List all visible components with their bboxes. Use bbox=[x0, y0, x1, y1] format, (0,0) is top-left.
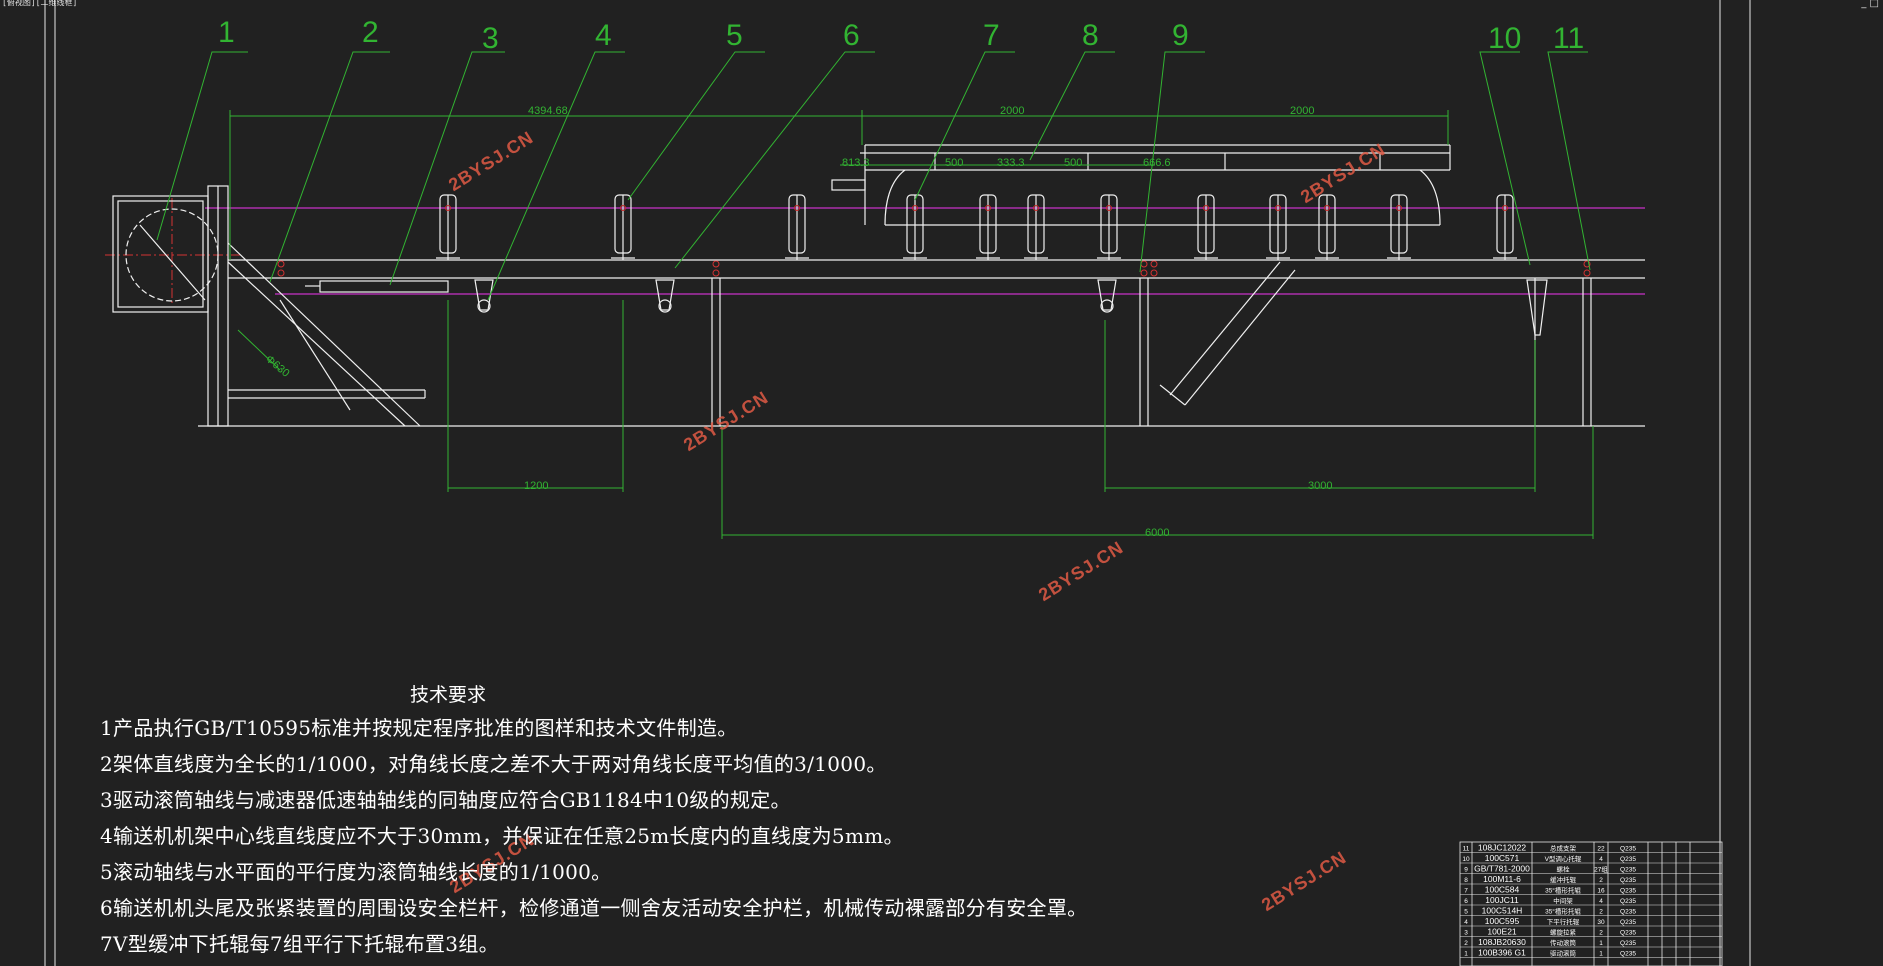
dim-333: 333.3 bbox=[997, 157, 1025, 169]
bom-cell: Q235 bbox=[1620, 867, 1636, 874]
bolt-markers bbox=[277, 205, 1591, 277]
balloon-1: 1 bbox=[218, 16, 235, 49]
bom-cell: Q235 bbox=[1620, 846, 1636, 853]
dim-6000: 6000 bbox=[1145, 527, 1169, 539]
bom-cell: 100JC11 bbox=[1485, 895, 1519, 905]
dim-overall: 4394.68 bbox=[528, 105, 568, 117]
requirement-line: 5滚动轴线与水平面的平行度为滚筒轴线长度的1/1000。 bbox=[100, 860, 612, 884]
bom-cell: 2 bbox=[1599, 909, 1603, 916]
balloon-5: 5 bbox=[726, 19, 743, 52]
bom-cell: Q235 bbox=[1620, 856, 1636, 863]
dim-top2: 2000 bbox=[1290, 105, 1314, 117]
bom-cell: 100B396 G1 bbox=[1478, 948, 1526, 958]
bom-cell: 35°槽形托辊 bbox=[1545, 886, 1581, 895]
bom-cell: 3 bbox=[1464, 930, 1468, 937]
dim-pulley: Φ630 bbox=[263, 353, 292, 380]
balloon-3: 3 bbox=[482, 22, 499, 55]
bom-cell: Q235 bbox=[1620, 951, 1636, 958]
dim-top1: 2000 bbox=[1000, 105, 1024, 117]
carrying-idlers bbox=[436, 194, 1517, 260]
requirement-line: 2架体直线度为全长的1/1000，对角线长度之差不大于两对角线长度平均值的3/1… bbox=[100, 752, 887, 776]
bom-cell: 100C571 bbox=[1485, 853, 1520, 863]
bom-cell: 11 bbox=[1463, 846, 1470, 853]
bom-cell: 100M11-6 bbox=[1483, 874, 1521, 884]
bom-cell: 100C514H bbox=[1482, 906, 1523, 916]
bom-cell: 4 bbox=[1464, 919, 1468, 926]
bom-cell: 100C584 bbox=[1485, 885, 1520, 895]
requirement-line: 1产品执行GB/T10595标准并按规定程序批准的图样和技术文件制造。 bbox=[100, 716, 738, 740]
bom-cell: 缓冲托辊 bbox=[1550, 875, 1577, 884]
bom-cell: 100E21 bbox=[1487, 927, 1517, 937]
bom-cell: 驱动滚筒 bbox=[1550, 949, 1577, 958]
bom-cell: Q235 bbox=[1620, 888, 1636, 895]
bom-cell: 8 bbox=[1464, 877, 1468, 884]
bom-cell: V型调心托辊 bbox=[1545, 854, 1582, 863]
bom-cell: 16 bbox=[1597, 888, 1605, 895]
bom-cell: Q235 bbox=[1620, 877, 1636, 884]
dim-1200: 1200 bbox=[524, 480, 548, 492]
dim-500a: 500 bbox=[945, 157, 963, 169]
bom-cell: 100C595 bbox=[1485, 916, 1520, 926]
bom-cell: 1 bbox=[1464, 951, 1468, 958]
bom-cell: 2 bbox=[1599, 877, 1603, 884]
drawing-frame bbox=[44, 0, 1751, 966]
bom-cell: Q235 bbox=[1620, 940, 1636, 947]
bom-cell: 传动滚筒 bbox=[1550, 938, 1577, 947]
dim-500b: 500 bbox=[1064, 157, 1082, 169]
bom-cell: 5 bbox=[1464, 909, 1468, 916]
balloon-9: 9 bbox=[1172, 19, 1189, 52]
bom-cell: 1 bbox=[1599, 940, 1603, 947]
conveyor-frame bbox=[112, 144, 1645, 427]
bom-cell: 总成支架 bbox=[1550, 844, 1577, 853]
bom-cell: 108JB20630 bbox=[1478, 937, 1526, 947]
bom-cell: 10 bbox=[1462, 856, 1470, 863]
bom-cell: 22 bbox=[1597, 846, 1605, 853]
bom-cell: 1 bbox=[1599, 951, 1603, 958]
bom-cell: 中间架 bbox=[1553, 896, 1573, 905]
dim-813: 813.3 bbox=[842, 157, 870, 169]
bom-cell: Q235 bbox=[1620, 919, 1636, 926]
requirement-line: 7V型缓冲下托辊每7组平行下托辊布置3组。 bbox=[100, 932, 499, 956]
bom-cell: 7 bbox=[1464, 888, 1468, 895]
bom-table bbox=[1459, 841, 1723, 966]
bom-cell: 35°槽形托辊 bbox=[1545, 907, 1581, 916]
bom-cell: 4 bbox=[1599, 898, 1603, 905]
viewport-controls[interactable]: _ □ bbox=[1861, 0, 1879, 9]
bom-cell: Q235 bbox=[1620, 898, 1636, 905]
bom-cell: Q235 bbox=[1620, 909, 1636, 916]
requirement-line: 4输送机机架中心线直线度应不大于30mm，并保证在任意25m长度内的直线度为5m… bbox=[100, 824, 904, 848]
bom-cell: 108JC12022 bbox=[1478, 843, 1526, 853]
balloon-2: 2 bbox=[362, 16, 379, 49]
requirements-title: 技术要求 bbox=[410, 684, 487, 706]
dim-3000: 3000 bbox=[1308, 480, 1332, 492]
bom-cell: 27组 bbox=[1594, 865, 1608, 874]
bom-cell: 2 bbox=[1464, 940, 1468, 947]
bom-cell: Q235 bbox=[1620, 930, 1636, 937]
bom-cell: 下平行托辊 bbox=[1547, 917, 1580, 926]
requirement-line: 3驱动滚筒轴线与减速器低速轴轴线的同轴度应符合GB1184中10级的规定。 bbox=[100, 788, 791, 812]
return-idlers bbox=[474, 279, 1548, 336]
balloon-7: 7 bbox=[983, 19, 1000, 52]
balloon-4: 4 bbox=[595, 19, 612, 52]
balloon-10: 10 bbox=[1488, 22, 1521, 55]
viewport-label: [俯视图][二维线框] bbox=[2, 0, 78, 7]
bom-cell: 2 bbox=[1599, 930, 1603, 937]
requirement-line: 6输送机机头尾及张紧装置的周围设安全栏杆，检修通道一侧舍友活动安全护栏，机械传动… bbox=[100, 896, 1088, 920]
bom-cell: GB/T781-2000 bbox=[1474, 864, 1530, 874]
bom-cell: 9 bbox=[1464, 867, 1468, 874]
bom-cell: 30 bbox=[1597, 919, 1605, 926]
balloon-11: 11 bbox=[1553, 22, 1584, 55]
dimension-lines bbox=[229, 110, 1594, 539]
balloon-8: 8 bbox=[1082, 19, 1099, 52]
dim-666: 666.6 bbox=[1143, 157, 1171, 169]
balloon-6: 6 bbox=[843, 19, 860, 52]
leader-lines bbox=[156, 51, 1591, 301]
bom-cell: 螺栓 bbox=[1557, 865, 1571, 874]
bom-cell: 4 bbox=[1599, 856, 1603, 863]
bom-cell: 螺旋拉紧 bbox=[1550, 928, 1577, 937]
bom-cell: 6 bbox=[1464, 898, 1468, 905]
